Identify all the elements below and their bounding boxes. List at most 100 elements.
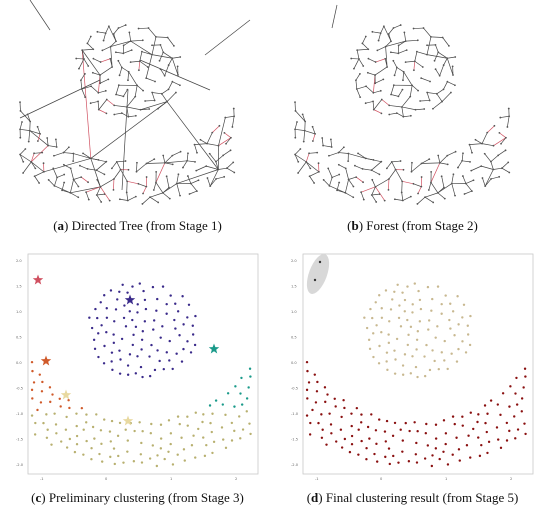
data-point <box>114 308 118 311</box>
data-point <box>309 421 312 425</box>
tree-node <box>452 74 454 76</box>
tree-edge <box>209 178 217 187</box>
tree-edge <box>138 183 147 187</box>
tree-edge <box>430 162 441 183</box>
data-point <box>240 403 244 406</box>
tree-edge <box>224 132 232 138</box>
tree-edge <box>355 80 358 90</box>
tree-node <box>308 175 311 178</box>
tree-node <box>62 151 65 154</box>
tree-edge <box>323 179 330 187</box>
data-point <box>415 338 419 341</box>
data-point <box>245 410 248 413</box>
tree-node <box>347 152 350 155</box>
tree-edge <box>356 88 361 98</box>
data-point <box>355 406 359 410</box>
tree-node <box>77 196 80 199</box>
data-point <box>508 405 511 408</box>
tree-edge <box>390 51 399 54</box>
data-point <box>317 421 320 425</box>
data-point <box>30 388 34 392</box>
tree-node <box>471 190 473 192</box>
data-point <box>165 351 168 354</box>
data-point <box>415 461 419 464</box>
tree-edge <box>207 177 211 187</box>
data-point <box>451 453 454 456</box>
tree-edge <box>309 176 315 184</box>
tree-edge <box>426 36 432 55</box>
data-point <box>428 368 432 372</box>
data-point <box>396 283 399 286</box>
tree-node <box>297 172 299 174</box>
tree-edge <box>119 67 123 76</box>
tree-edge <box>81 49 101 76</box>
cluster-center-star <box>40 355 52 366</box>
tree-node <box>481 142 483 145</box>
data-point <box>174 302 177 305</box>
data-point <box>425 422 428 426</box>
tree-node <box>395 66 398 69</box>
tree-node <box>61 189 63 192</box>
tree-edge <box>232 116 235 127</box>
tree-node <box>120 66 123 69</box>
tree-edge <box>162 187 170 194</box>
tree-node <box>141 203 144 205</box>
data-point <box>305 360 309 364</box>
data-point <box>514 437 517 440</box>
tree-node <box>111 66 114 68</box>
tree-node <box>166 36 169 39</box>
tree-edge <box>373 109 382 114</box>
tree-node <box>438 74 441 77</box>
data-point <box>391 434 395 438</box>
data-point <box>148 374 152 378</box>
tree-node <box>217 144 220 147</box>
tree-edge <box>130 39 143 42</box>
tree-node <box>22 172 24 174</box>
tree-edge <box>443 58 448 66</box>
tree-edge <box>362 168 372 171</box>
long-tree-edge <box>204 19 251 56</box>
tree-edge <box>437 192 446 199</box>
data-point <box>453 422 456 426</box>
data-point <box>393 349 396 352</box>
tree-node <box>344 191 347 194</box>
tree-edge <box>447 151 456 156</box>
tree-edge <box>34 176 40 184</box>
tree-node <box>82 152 84 155</box>
tree-node <box>95 194 98 196</box>
tree-node <box>52 167 55 170</box>
tree-node <box>446 154 449 157</box>
data-point <box>176 453 179 456</box>
data-point <box>91 425 95 429</box>
data-point <box>477 413 480 416</box>
tree-edge <box>312 133 316 142</box>
data-point <box>194 411 197 414</box>
data-point <box>158 359 161 363</box>
tree-node <box>451 65 454 68</box>
tree-edge <box>403 71 413 86</box>
y-tick-label: -1.0 <box>16 412 24 416</box>
data-point <box>136 355 139 358</box>
tree-edge <box>430 36 443 38</box>
tree-edge <box>146 77 156 82</box>
tree-node <box>481 177 484 179</box>
data-point <box>152 328 155 331</box>
data-point <box>155 464 159 468</box>
tree-node <box>176 65 179 68</box>
tree-node <box>160 92 163 95</box>
data-point <box>42 421 45 425</box>
data-point <box>334 405 337 408</box>
data-point <box>403 298 407 302</box>
tree-edge <box>79 165 88 170</box>
tree-edge <box>126 106 141 111</box>
tree-edge <box>162 155 166 163</box>
data-point <box>152 319 156 322</box>
tree-node <box>79 164 81 167</box>
tree-node <box>498 131 501 134</box>
data-point <box>75 424 78 428</box>
data-point <box>383 430 387 433</box>
data-point <box>124 428 127 431</box>
data-point <box>239 437 242 440</box>
data-point <box>455 436 458 439</box>
cluster-center-star <box>124 294 136 305</box>
